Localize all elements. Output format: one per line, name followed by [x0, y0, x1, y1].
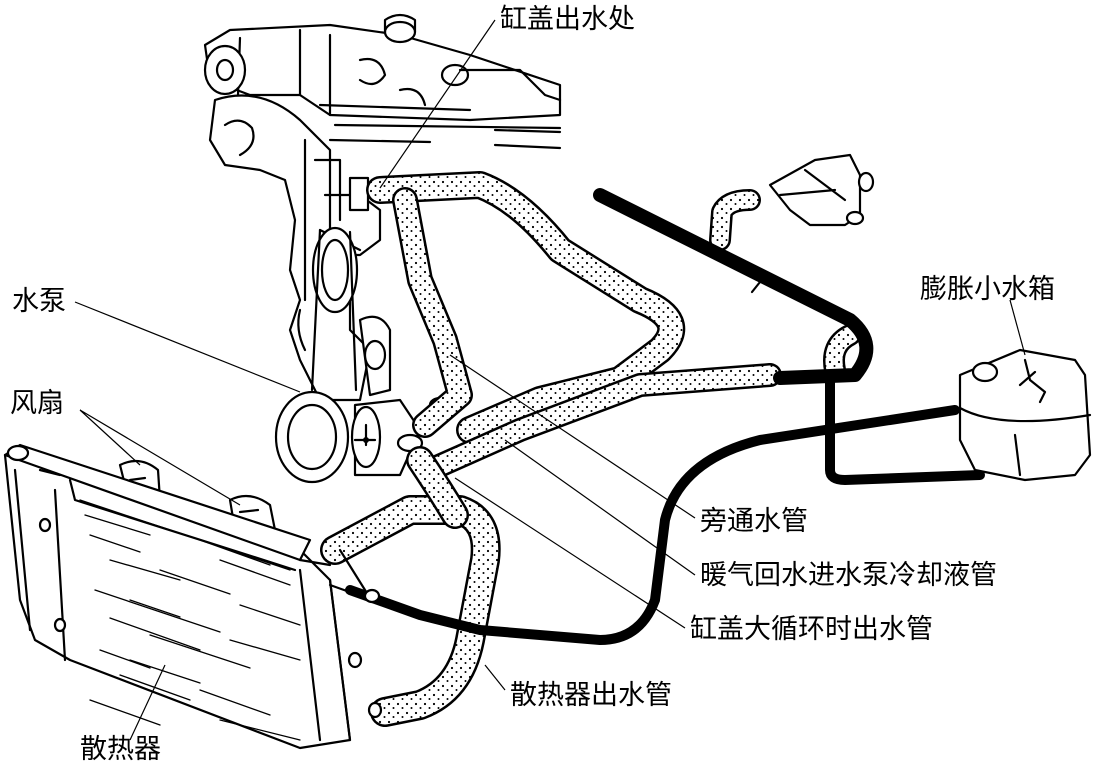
leader-lines — [74, 19, 1026, 741]
label-water-pump: 水泵 — [12, 286, 66, 317]
coolant-hoses — [320, 171, 861, 727]
label-expansion-tank: 膨胀小水箱 — [920, 274, 1055, 305]
leader-water-pump — [74, 301, 301, 393]
label-heater-return-pipe: 暖气回水进水泵冷却液管 — [700, 560, 997, 591]
labels: 缸盖出水处 水泵 风扇 膨胀小水箱 旁通水管 暖气回水进水泵冷却液管 缸盖大循环… — [10, 4, 1055, 765]
label-radiator: 散热器 — [80, 734, 161, 765]
leader-head-big-cycle-pipe — [454, 477, 686, 629]
radiator-graphic — [3, 443, 383, 750]
label-cylinder-head-outlet: 缸盖出水处 — [500, 4, 635, 35]
leader-fan — [79, 409, 241, 506]
leader-radiator-outlet-pipe — [484, 664, 506, 691]
heater-valve — [750, 153, 875, 294]
leader-bypass-pipe — [449, 354, 696, 519]
engine-block — [203, 13, 562, 402]
metal-pipes — [345, 188, 985, 645]
leader-radiator — [129, 664, 166, 741]
label-bypass-pipe: 旁通水管 — [700, 506, 808, 537]
leader-cylinder-head-outlet — [379, 19, 496, 189]
leader-expansion-tank — [1009, 299, 1026, 356]
leader-heater-return-pipe — [504, 439, 696, 576]
label-head-big-cycle-outlet-pipe: 缸盖大循环时出水管 — [690, 614, 933, 645]
label-radiator-outlet-pipe: 散热器出水管 — [510, 680, 672, 711]
expansion-tank-graphic — [958, 348, 1092, 482]
label-fan: 风扇 — [10, 388, 64, 419]
